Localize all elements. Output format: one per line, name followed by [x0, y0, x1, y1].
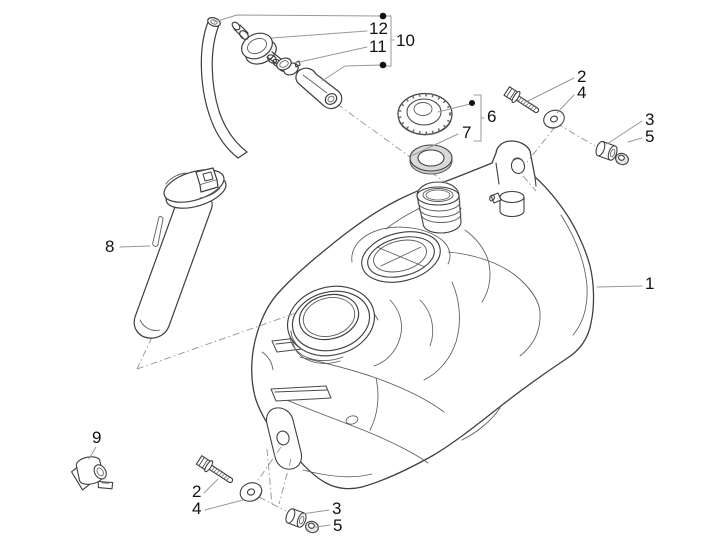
breather-hose-group-drawing	[200, 17, 343, 159]
leader-12	[271, 30, 368, 39]
callout-4-top: 4	[577, 83, 587, 102]
leader-dots	[379, 12, 475, 106]
tank-bracket-tab	[489, 157, 537, 218]
leader-3-top	[606, 120, 643, 145]
leader-10-bottom	[321, 64, 384, 82]
callout-3-top: 3	[645, 110, 655, 129]
leader-lines	[88, 14, 643, 528]
callout-2-top: 2	[577, 67, 587, 86]
tank-filler-neck	[416, 181, 462, 234]
leader-4-top	[556, 94, 575, 114]
leader-5-top	[627, 137, 643, 143]
top-washer-drawing	[543, 109, 565, 129]
dot-6	[469, 100, 475, 106]
leader-8	[119, 245, 151, 248]
leader-6	[437, 103, 471, 113]
dot-10-top	[379, 12, 387, 20]
callout-9: 9	[92, 428, 102, 447]
callout-3-bottom: 3	[332, 499, 342, 518]
hose-clip-drawing	[276, 57, 301, 76]
callout-5-top: 5	[645, 127, 655, 146]
top-spacer-drawing	[595, 140, 618, 161]
dot-10-bottom	[379, 61, 387, 69]
callout-10: 10	[396, 31, 415, 50]
leader-3-bottom	[301, 509, 330, 515]
bottom-spacer-drawing	[285, 508, 307, 528]
leader-9	[88, 446, 97, 460]
bracket-10	[382, 15, 395, 67]
leader-2-bottom	[203, 478, 219, 494]
fuel-tank-drawing	[251, 140, 595, 490]
cap-gasket-drawing	[409, 144, 453, 175]
fuel-level-sensor-drawing	[133, 167, 227, 339]
callout-4-bottom: 4	[192, 499, 202, 518]
sensor-tube-slot	[152, 216, 164, 247]
fuel-cap-drawing	[397, 92, 453, 136]
bracket-6	[473, 94, 485, 142]
top-screw-drawing	[503, 86, 540, 114]
callout-12: 12	[369, 19, 388, 38]
callout-8: 8	[105, 237, 115, 256]
leader-2-top	[527, 77, 575, 102]
bottom-screw-drawing	[195, 454, 234, 484]
callout-5-bottom: 5	[333, 516, 343, 535]
leader-5-bottom	[315, 524, 331, 528]
leader-1	[596, 285, 643, 288]
tank-bottom-tab	[265, 407, 303, 470]
sensor-tube	[133, 192, 213, 339]
callout-11: 11	[369, 37, 387, 56]
callout-1: 1	[645, 274, 655, 293]
callout-2-bottom: 2	[192, 482, 202, 501]
bottom-washer-drawing	[239, 482, 263, 502]
top-nut-drawing	[615, 152, 629, 166]
tank-front-opening	[286, 285, 376, 364]
callout-7: 7	[462, 123, 472, 142]
long-hose	[200, 21, 239, 159]
leader-7	[410, 133, 459, 157]
bottom-nut-drawing	[305, 520, 319, 534]
leader-10-top	[213, 14, 384, 23]
callout-6: 6	[487, 107, 497, 126]
leader-11	[294, 46, 368, 64]
short-hose-drawing	[295, 67, 343, 110]
clamp-drawing	[71, 456, 114, 491]
tank-pump-opening	[361, 231, 441, 283]
leader-4-bottom	[204, 499, 244, 511]
